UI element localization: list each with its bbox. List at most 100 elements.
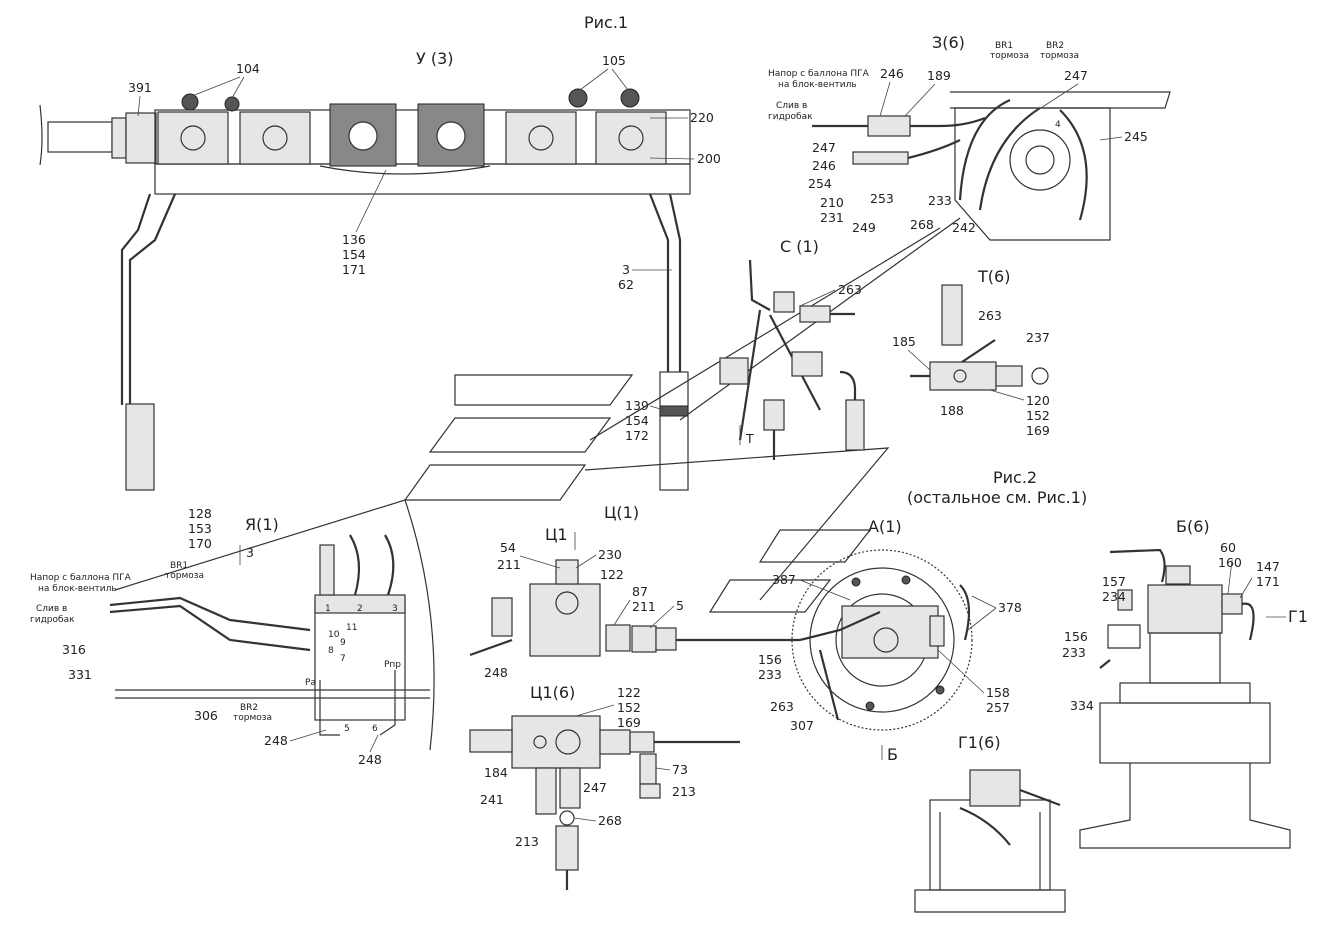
callout-ts1-122: 122 <box>617 685 641 700</box>
view-label-b: Б(6) <box>1176 517 1210 536</box>
note-brake-z-2: тормоза <box>1040 51 1079 61</box>
view-label-t: Т(6) <box>977 267 1010 286</box>
view-label-z: З(6) <box>932 33 965 52</box>
callout-a-158: 158 <box>986 685 1010 700</box>
view-label-ya: Я(1) <box>245 515 279 534</box>
callout-ya-316: 316 <box>62 642 86 657</box>
view-z-detail: З(6) Напор с баллона ПГА на блок-вентиль… <box>768 33 1171 241</box>
callout-391: 391 <box>128 80 152 95</box>
callout-ya-128: 128 <box>188 506 212 521</box>
port-6: 6 <box>372 724 378 734</box>
callout-b-156: 156 <box>1064 629 1088 644</box>
section-ts1-label: Ц1 <box>545 525 568 544</box>
port-11: 11 <box>346 623 357 633</box>
callout-ts-122: 122 <box>600 567 624 582</box>
callout-z-249: 249 <box>852 220 876 235</box>
view-c-detail: С (1) 263 Т <box>719 237 865 460</box>
fig2-title: Рис.2 <box>993 468 1037 487</box>
callout-t-152: 152 <box>1026 408 1050 423</box>
callout-ts1-73: 73 <box>672 762 688 777</box>
note-br2-z: BR2 <box>1046 41 1064 51</box>
callout-ts-54: 54 <box>500 540 516 555</box>
fig2-subtitle: (остальное см. Рис.1) <box>907 488 1087 507</box>
note-br1-z: BR1 <box>995 41 1013 51</box>
callout-b-334: 334 <box>1070 698 1094 713</box>
callout-t-169: 169 <box>1026 423 1050 438</box>
note-supply-ya-1: Напор с баллона ПГА <box>30 573 132 583</box>
callout-t-120: 120 <box>1026 393 1050 408</box>
callout-t-188: 188 <box>940 403 964 418</box>
view-a-detail: А(1) 387 378 156 233 263 307 158 257 Б <box>758 517 1022 764</box>
callout-z-247b: 247 <box>812 140 836 155</box>
callout-b-60: 60 <box>1220 540 1236 555</box>
callout-154b: 154 <box>625 413 649 428</box>
view-label-u: У (3) <box>416 49 454 68</box>
note-drain-z-2: гидробак <box>768 112 813 122</box>
callout-ts-87: 87 <box>632 584 648 599</box>
callout-ts1-268: 268 <box>598 813 622 828</box>
callout-z-247a: 247 <box>1064 68 1088 83</box>
callout-z-231: 231 <box>820 210 844 225</box>
callout-ya-248a: 248 <box>264 733 288 748</box>
note-brake-ya-2: тормоза <box>233 713 272 723</box>
view-ya-detail: Я(1) 3 Напор с баллона ПГА на блок-венти… <box>30 499 435 767</box>
port-4-z: 4 <box>1055 120 1061 130</box>
note-supply-z-1: Напор с баллона ПГА <box>768 69 870 79</box>
callout-ts1-169: 169 <box>617 715 641 730</box>
callout-a-233: 233 <box>758 667 782 682</box>
port-3: 3 <box>392 604 398 614</box>
callout-z-268: 268 <box>910 217 934 232</box>
callout-ts1-213b: 213 <box>515 834 539 849</box>
port-8: 8 <box>328 646 334 656</box>
view-label-ts1: Ц1(6) <box>530 683 575 702</box>
callout-ya-306: 306 <box>194 708 218 723</box>
note-drain-ya-2: гидробак <box>30 615 75 625</box>
callout-z-246b: 246 <box>812 158 836 173</box>
callout-3: 3 <box>622 262 630 277</box>
port-2: 2 <box>357 604 363 614</box>
note-drain-z-1: Слив в <box>776 101 807 111</box>
callout-b-157: 157 <box>1102 574 1126 589</box>
manifold-assembly <box>39 88 691 491</box>
note-br2-ya: BR2 <box>240 703 258 713</box>
arrow-b-label: Б <box>887 745 898 764</box>
callout-a-387: 387 <box>772 572 796 587</box>
callout-t-237: 237 <box>1026 330 1050 345</box>
callout-ts-211b: 211 <box>632 599 656 614</box>
callout-ya-170: 170 <box>188 536 212 551</box>
callout-ts1-152: 152 <box>617 700 641 715</box>
note-brake-ya-1: тормоза <box>165 571 204 581</box>
callout-136: 136 <box>342 232 366 247</box>
view-b-detail: Б(6) 60 160 147 171 157 234 156 233 334 … <box>1062 517 1308 849</box>
callout-b-147: 147 <box>1256 559 1280 574</box>
callout-ts1-241: 241 <box>480 792 504 807</box>
callout-ts-211a: 211 <box>497 557 521 572</box>
callout-z-253: 253 <box>870 191 894 206</box>
callout-z-245: 245 <box>1124 129 1148 144</box>
callout-ya-248b: 248 <box>358 752 382 767</box>
callout-t-263: 263 <box>978 308 1002 323</box>
port-1: 1 <box>325 604 331 614</box>
callout-ya-331: 331 <box>68 667 92 682</box>
view-ts1-detail: Ц1(6) 122 152 169 184 241 247 73 213 268… <box>469 683 740 890</box>
callout-z-210: 210 <box>820 195 844 210</box>
note-drain-ya-1: Слив в <box>36 604 67 614</box>
callout-b-160: 160 <box>1218 555 1242 570</box>
arrow-3-label: 3 <box>246 545 254 560</box>
callout-a-307: 307 <box>790 718 814 733</box>
callout-b-234: 234 <box>1102 589 1126 604</box>
callout-t-185: 185 <box>892 334 916 349</box>
fig1-title: Рис.1 <box>584 13 628 32</box>
port-9: 9 <box>340 638 346 648</box>
view-label-a: А(1) <box>868 517 902 536</box>
callout-ts-248: 248 <box>484 665 508 680</box>
callout-104: 104 <box>236 61 260 76</box>
callout-ts-230: 230 <box>598 547 622 562</box>
callout-154: 154 <box>342 247 366 262</box>
callout-b-171: 171 <box>1256 574 1280 589</box>
callout-200: 200 <box>697 151 721 166</box>
callout-105: 105 <box>602 53 626 68</box>
callout-a-257: 257 <box>986 700 1010 715</box>
callout-220: 220 <box>690 110 714 125</box>
view-ts-detail: Ц(1) Ц1 54 211 230 122 87 211 5 248 <box>469 503 800 680</box>
